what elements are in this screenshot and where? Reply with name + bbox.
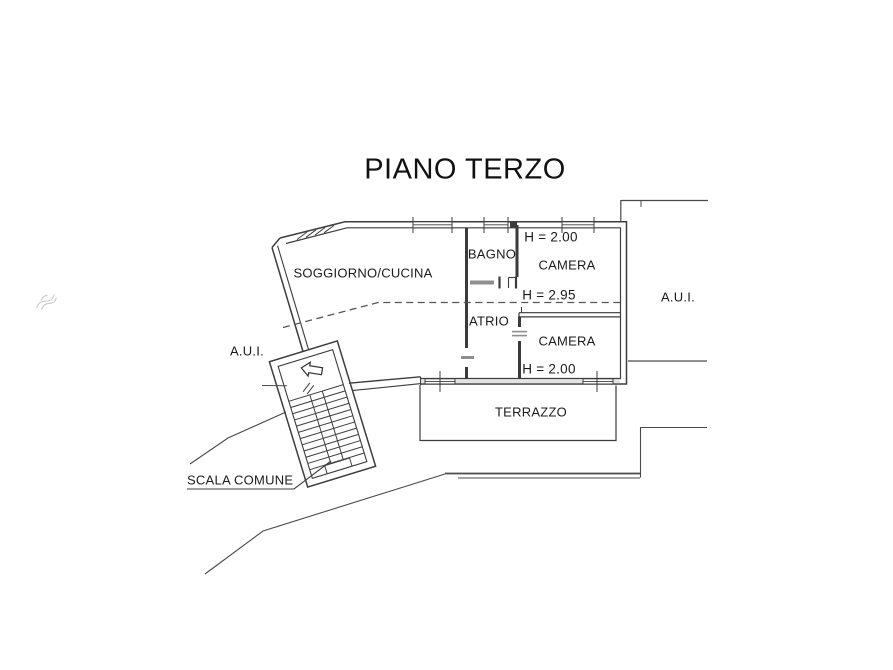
stair-steps: [288, 384, 365, 471]
site-boundary-lines: [189, 411, 707, 575]
stairwell: [268, 340, 377, 488]
room-label-terrazzo: TERRAZZO: [494, 404, 568, 420]
scala-comune-leader: [187, 460, 332, 490]
terrazzo-outline: [419, 385, 617, 442]
interior-walls: [465, 225, 621, 379]
area-label-scala-comune: SCALA COMUNE: [187, 472, 294, 488]
height-note-camera-top: H = 2.00: [524, 229, 578, 245]
windows: [412, 217, 614, 392]
room-label-camera-bottom: CAMERA: [538, 333, 596, 349]
area-label-aui-right: A.U.I.: [660, 289, 696, 305]
room-label-bagno: BAGNO: [467, 246, 517, 262]
door-marks: [461, 276, 527, 359]
area-label-aui-left: A.U.I.: [229, 343, 265, 359]
scan-smudge: [36, 294, 57, 310]
height-note-mid: H = 2.95: [522, 287, 576, 303]
room-label-atrio: ATRIO: [468, 313, 510, 329]
height-note-camera-bottom: H = 2.00: [522, 361, 576, 377]
adjacent-structure-lines: [620, 199, 708, 362]
room-label-camera-top: CAMERA: [538, 257, 596, 273]
ceiling-height-change-line: [282, 301, 620, 329]
exterior-walls: [271, 221, 628, 392]
room-label-soggiorno-cucina: SOGGIORNO/CUCINA: [293, 265, 433, 281]
page-title: PIANO TERZO: [364, 153, 566, 186]
stair-direction-arrow-icon: [300, 361, 324, 378]
